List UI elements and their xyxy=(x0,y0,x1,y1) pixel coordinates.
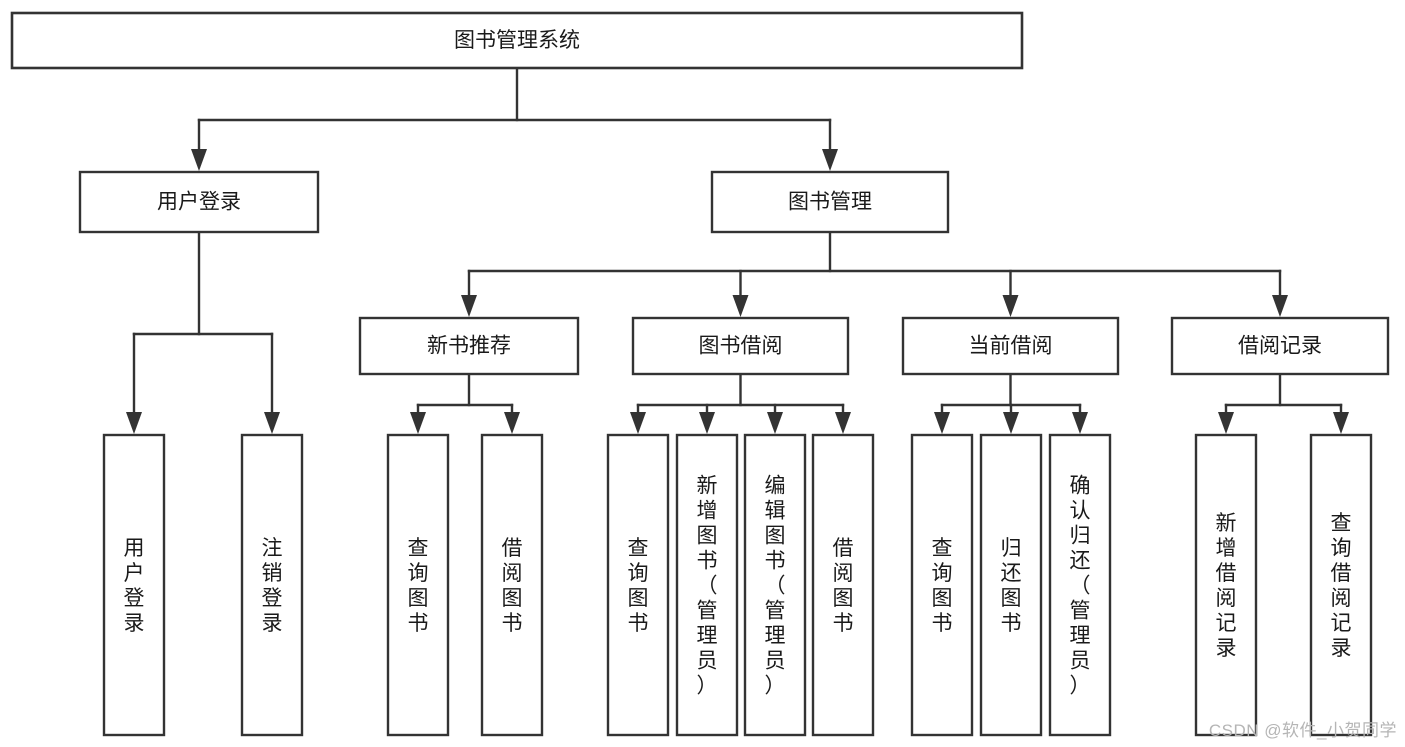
node-box[interactable] xyxy=(102,433,166,737)
node-label: 确认归还（管理员） xyxy=(1070,475,1091,698)
node-box[interactable] xyxy=(480,433,544,737)
node-box[interactable] xyxy=(1309,433,1373,737)
node-leaf-logout[interactable]: 注销登录 xyxy=(240,433,304,737)
node-leaf-query-book-cur[interactable]: 查询图书 xyxy=(910,433,974,737)
connector-group xyxy=(1218,372,1349,434)
node-leaf-user-login[interactable]: 用户登录 xyxy=(102,433,166,737)
node-label: 借阅记录 xyxy=(1238,335,1322,358)
arrow-head xyxy=(1333,412,1349,434)
node-label: 图书借阅 xyxy=(699,335,783,358)
node-label: 图书管理系统 xyxy=(454,29,580,52)
node-box[interactable] xyxy=(1170,316,1390,376)
node-box[interactable] xyxy=(10,11,1024,70)
node-layer: 图书管理系统用户登录图书管理新书推荐图书借阅当前借阅借阅记录用户登录注销登录查询… xyxy=(10,11,1390,737)
node-leaf-query-book-borrow[interactable]: 查询图书 xyxy=(606,433,670,737)
node-box[interactable] xyxy=(1048,433,1112,737)
node-label: 查询图书 xyxy=(932,537,953,635)
node-leaf-edit-book[interactable]: 编辑图书（管理员） xyxy=(743,433,807,737)
node-label: 借阅图书 xyxy=(502,537,523,635)
node-leaf-add-record[interactable]: 新增借阅记录 xyxy=(1194,433,1258,737)
node-leaf-query-book-rec[interactable]: 查询图书 xyxy=(386,433,450,737)
arrow-head xyxy=(934,412,950,434)
node-box[interactable] xyxy=(979,433,1043,737)
node-label: 新书推荐 xyxy=(427,335,511,358)
arrow-head xyxy=(126,412,142,434)
connector-group xyxy=(630,372,851,434)
node-leaf-add-book[interactable]: 新增图书（管理员） xyxy=(675,433,739,737)
node-label: 查询借阅记录 xyxy=(1331,512,1352,660)
node-box[interactable] xyxy=(675,433,739,737)
arrow-head xyxy=(835,412,851,434)
arrow-head xyxy=(630,412,646,434)
node-box[interactable] xyxy=(901,316,1120,376)
arrow-head xyxy=(699,412,715,434)
node-label: 当前借阅 xyxy=(969,335,1053,358)
node-box[interactable] xyxy=(1194,433,1258,737)
arrow-head xyxy=(264,412,280,434)
node-label: 查询图书 xyxy=(408,537,429,635)
node-book-manage[interactable]: 图书管理 xyxy=(710,170,950,234)
node-label: 新增借阅记录 xyxy=(1216,512,1237,660)
node-box[interactable] xyxy=(811,433,875,737)
arrow-head xyxy=(732,295,749,317)
arrow-head xyxy=(767,412,783,434)
csdn-watermark: CSDN @软件_小贺同学 xyxy=(1208,721,1397,740)
node-borrow-record[interactable]: 借阅记录 xyxy=(1170,316,1390,376)
arrow-head xyxy=(191,149,207,171)
connector-layer xyxy=(126,66,1349,434)
arrow-head xyxy=(1272,295,1288,317)
connector-group xyxy=(410,372,520,434)
node-leaf-borrow-book[interactable]: 借阅图书 xyxy=(811,433,875,737)
arrow-head xyxy=(822,149,838,171)
node-leaf-confirm-return[interactable]: 确认归还（管理员） xyxy=(1048,433,1112,737)
arrow-head xyxy=(1002,295,1019,317)
node-label: 查询图书 xyxy=(628,537,649,635)
node-box[interactable] xyxy=(631,316,850,376)
node-box[interactable] xyxy=(710,170,950,234)
arrow-head xyxy=(504,412,520,434)
node-leaf-query-record[interactable]: 查询借阅记录 xyxy=(1309,433,1373,737)
arrow-head xyxy=(1072,412,1088,434)
node-label: 新增图书（管理员） xyxy=(697,475,718,698)
node-box[interactable] xyxy=(78,170,320,234)
node-box[interactable] xyxy=(743,433,807,737)
node-new-book-rec[interactable]: 新书推荐 xyxy=(358,316,580,376)
node-box[interactable] xyxy=(358,316,580,376)
node-box[interactable] xyxy=(606,433,670,737)
node-label: 用户登录 xyxy=(157,191,241,214)
arrow-head xyxy=(410,412,426,434)
arrow-head xyxy=(1218,412,1234,434)
connector-group xyxy=(461,230,1288,317)
node-box[interactable] xyxy=(240,433,304,737)
node-label: 注销登录 xyxy=(262,537,283,635)
node-root[interactable]: 图书管理系统 xyxy=(10,11,1024,70)
node-label: 借阅图书 xyxy=(833,537,854,635)
connector-group xyxy=(126,230,280,434)
connector-group xyxy=(191,66,838,171)
node-box[interactable] xyxy=(386,433,450,737)
arrow-head xyxy=(1003,412,1019,434)
node-book-borrow[interactable]: 图书借阅 xyxy=(631,316,850,376)
node-label: 图书管理 xyxy=(788,191,872,214)
node-label: 归还图书 xyxy=(1001,537,1022,635)
node-leaf-borrow-book-rec[interactable]: 借阅图书 xyxy=(480,433,544,737)
node-user-login[interactable]: 用户登录 xyxy=(78,170,320,234)
node-leaf-return-book[interactable]: 归还图书 xyxy=(979,433,1043,737)
node-label: 用户登录 xyxy=(124,537,145,635)
node-label: 编辑图书（管理员） xyxy=(765,475,786,698)
connector-group xyxy=(934,372,1088,434)
node-current-borrow[interactable]: 当前借阅 xyxy=(901,316,1120,376)
arrow-head xyxy=(461,295,477,317)
node-box[interactable] xyxy=(910,433,974,737)
